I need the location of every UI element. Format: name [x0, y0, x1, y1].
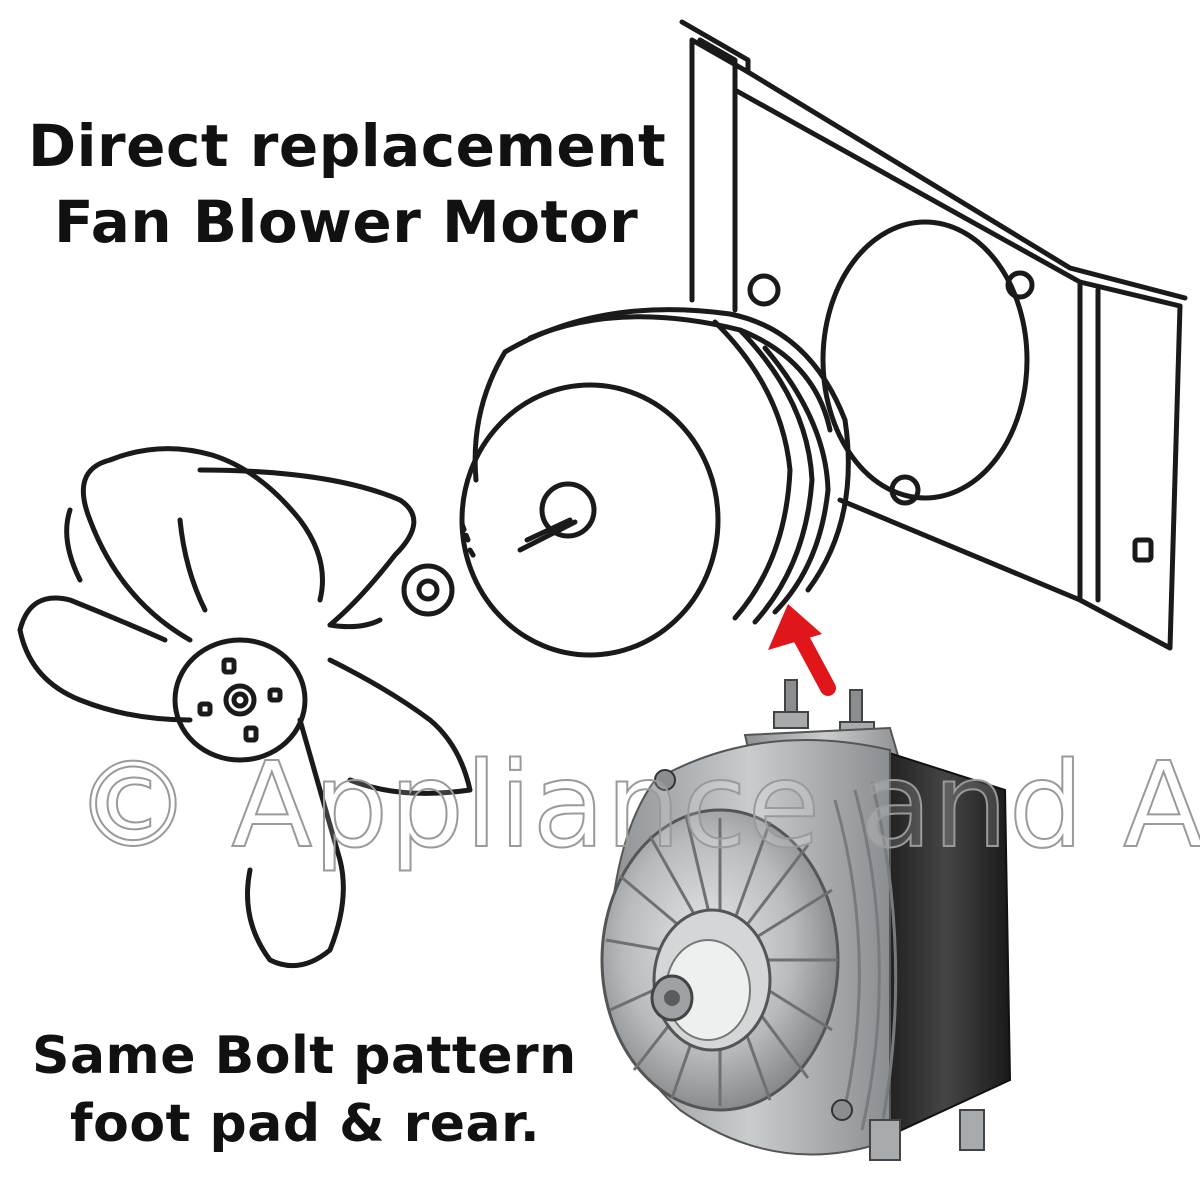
fan-blade-drawing [17, 446, 473, 969]
red-arrow-icon [768, 604, 836, 696]
motor-line-drawing [459, 219, 1035, 658]
headline-line-1: Direct replacement [28, 112, 667, 180]
headline-caption: Direct replacement Fan Blower Motor [28, 108, 666, 260]
mounting-bracket [679, 19, 1188, 651]
footer-line-2: foot pad & rear. [70, 1094, 541, 1154]
headline-line-2: Fan Blower Motor [54, 188, 639, 256]
footer-caption: Same Bolt pattern foot pad & rear. [32, 1022, 577, 1158]
footer-line-1: Same Bolt pattern [32, 1026, 577, 1086]
replacement-motor-photo [600, 679, 1012, 1161]
copyright-watermark: © Appliance and Air [73, 735, 1200, 875]
